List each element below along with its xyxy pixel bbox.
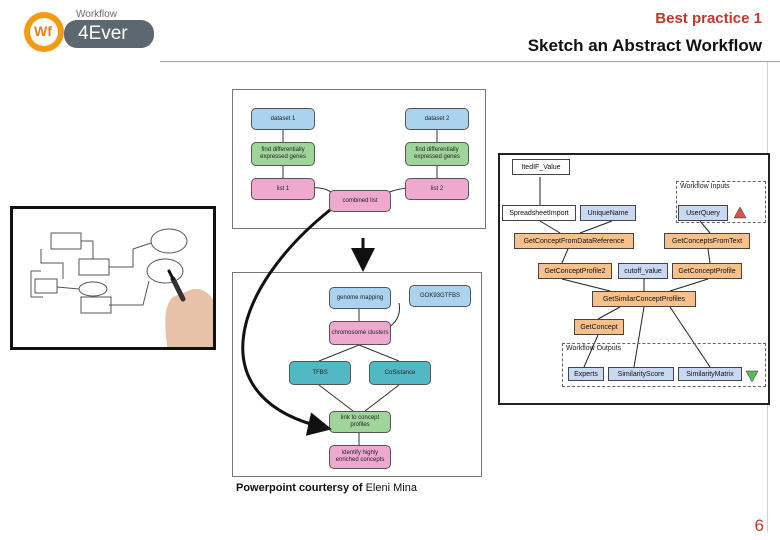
marker-tip [167, 269, 175, 281]
sketch-line-5 [109, 280, 150, 306]
sketch-line-1 [40, 249, 64, 279]
logo-small-text: Workflow [76, 9, 117, 20]
logo-mark-text: Wf [34, 23, 52, 39]
get-concept-profile-2-box: GetConceptProfile2 [538, 263, 612, 279]
sketch-ellipse-1 [150, 228, 188, 254]
logo-inner [30, 18, 58, 46]
taverna-workflow-panel: ItedIF_Value Workflow Inputs Spreadsheet… [498, 153, 770, 405]
workflow-inputs-label: Workflow Inputs [680, 183, 730, 190]
get-concepts-from-text-box: GetConceptsFromText [664, 233, 750, 249]
cosistance-node: CoSistance [369, 361, 431, 385]
genome-mapping-node: genome mapping [329, 287, 391, 309]
marker-pen [170, 276, 186, 302]
user-query-box: UserQuery [678, 205, 728, 221]
logo-graphic [24, 12, 154, 52]
gok-tfbs-node: GOK93GTFBS [409, 285, 471, 307]
page-number: 6 [754, 516, 764, 535]
workflow-inputs-group [676, 181, 766, 223]
chromosome-clusters-node: chromosome clusters [329, 321, 391, 345]
sketch-box-4 [34, 278, 58, 294]
unique-name-box: UniqueName [580, 205, 636, 221]
abstract-workflow-panel: dataset 1 dataset 2 find differentially … [232, 89, 486, 229]
list-1-node: list 1 [251, 178, 315, 200]
credit-line: Powerpoint courtersy of Eleni Mina [236, 482, 417, 494]
credit-prefix: Powerpoint courtersy of [236, 482, 363, 494]
combined-list-node: combined list [329, 190, 391, 212]
identify-concepts-node: identify highly enriched concepts [329, 445, 391, 469]
workflow-outputs-group [562, 343, 766, 387]
output-triangle-icon [745, 370, 759, 383]
curved-arrow [241, 208, 332, 436]
dataset-1-node: dataset 1 [251, 108, 315, 130]
sketch-drawing [30, 228, 213, 347]
workflow-outputs-label: Workflow Outputs [566, 345, 622, 352]
sketch-line-4 [56, 286, 80, 290]
hand-shape [165, 288, 213, 347]
experts-box: Experts [568, 367, 604, 381]
find-genes-2-node: find differentially expressed genes [405, 142, 469, 166]
get-concept-from-data-ref-box: GetConceptFromDataReference [514, 233, 634, 249]
link-concept-profiles-node: link to concept profiles [329, 411, 391, 433]
sketch-line-2 [81, 240, 94, 259]
sketch-photo [10, 206, 216, 350]
list-2-node: list 2 [405, 178, 469, 200]
sketch-ellipse-2 [146, 258, 184, 284]
sketch-line-3 [109, 242, 152, 268]
workflow4ever-logo: Wf Workflow 4Ever [22, 8, 162, 54]
spreadsheet-import-box: SpreadsheetImport [502, 205, 576, 221]
input-value-box: ItedIF_Value [512, 159, 570, 175]
page-title: Sketch an Abstract Workflow [527, 36, 762, 55]
logo-big-text: 4Ever [78, 23, 128, 44]
tfbs-node: TFBS [289, 361, 351, 385]
similarity-score-box: SimilarityScore [608, 367, 674, 381]
cutoff-value-box: cutoff_value [618, 263, 668, 279]
header-divider [160, 61, 780, 62]
input-triangle-icon [733, 206, 747, 219]
get-concept-profile-box: GetConceptProfile [672, 263, 742, 279]
input-triangle-layer [733, 206, 759, 383]
taverna-workflow-edges [539, 177, 711, 368]
dataset-2-node: dataset 2 [405, 108, 469, 130]
get-similar-concept-profiles-box: GetSimilarConceptProfiles [592, 291, 696, 307]
get-concept-box: GetConcept [574, 319, 624, 335]
sketch-line-6 [30, 270, 43, 298]
credit-name: Eleni Mina [365, 482, 417, 494]
similarity-matrix-box: SimilarityMatrix [678, 367, 742, 381]
section-label: Best practice 1 [655, 10, 762, 27]
logo-pill [64, 20, 154, 48]
find-genes-1-node: find differentially expressed genes [251, 142, 315, 166]
mapping-workflow-panel: genome mapping GOK93GTFBS chromosome clu… [232, 272, 482, 477]
